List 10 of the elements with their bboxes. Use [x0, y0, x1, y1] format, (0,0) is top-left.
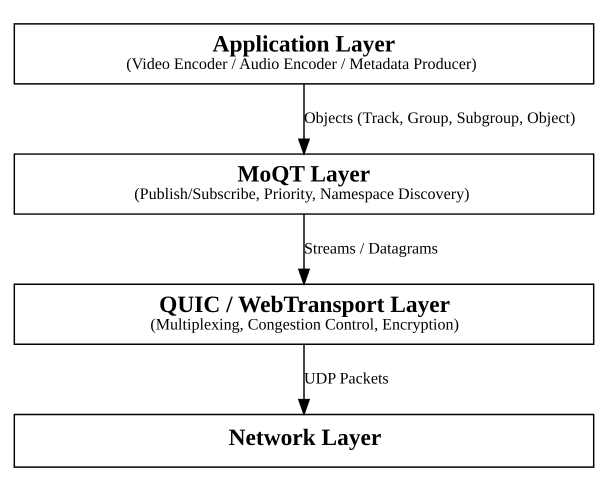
arrow — [298, 84, 310, 156]
node-box: Network Layer — [14, 413, 594, 468]
edge-label: Streams / Datagrams — [304, 240, 438, 257]
node-box: Application Layer (Video Encoder / Audio Encoder / Metadata Producer) — [14, 22, 594, 84]
edge-label: Objects (Track, Group, Subgroup, Object) — [304, 110, 576, 127]
arrow — [298, 344, 310, 416]
node-box: QUIC / WebTransport Layer (Multiplexing, Congestion Control, Encryption) — [14, 283, 594, 344]
arrow — [298, 214, 310, 286]
edge-label: UDP Packets — [304, 370, 389, 387]
node-box: MoQT Layer (Publish/Subscribe, Priority, Namespace Discovery) — [14, 152, 594, 214]
